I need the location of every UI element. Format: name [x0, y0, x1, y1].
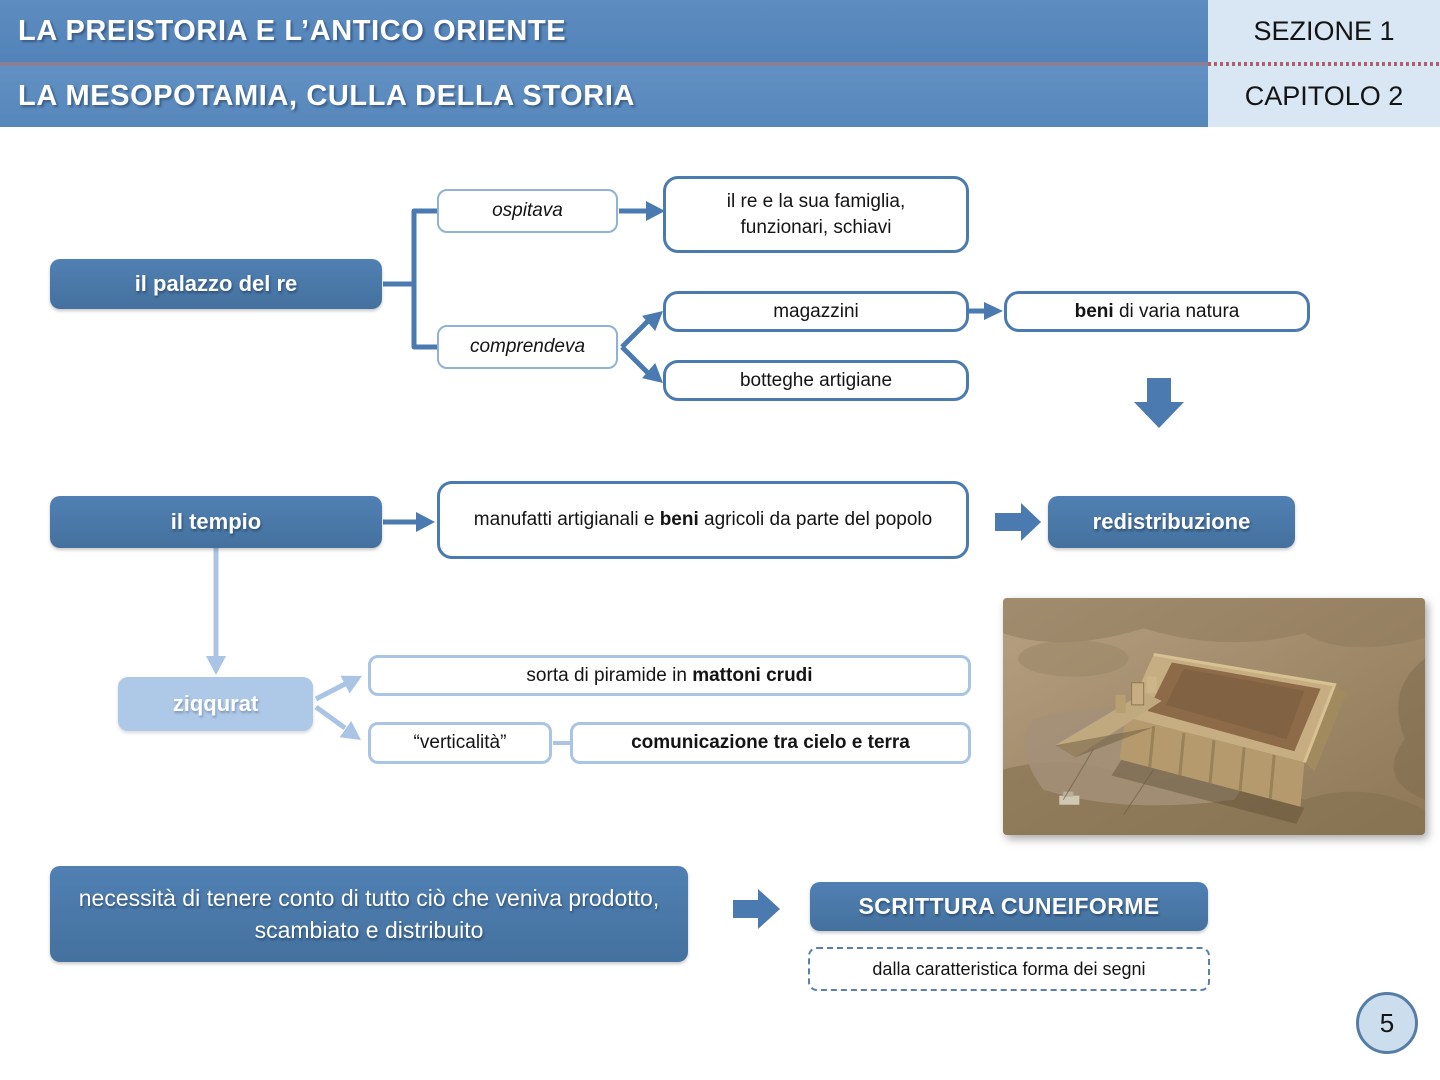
manufatti-bold: beni — [659, 509, 699, 531]
header-bar-primary: LA PREISTORIA E L’ANTICO ORIENTE — [0, 0, 1208, 62]
comunicazione-label: comunicazione tra cielo e terra — [631, 732, 910, 753]
scrittura-block-arrow — [733, 889, 780, 929]
scrittura-label: SCRITTURA CUNEIFORME — [858, 893, 1160, 919]
redistribuzione-block-arrow — [995, 503, 1041, 541]
piramide-label: sorta di piramide in mattoni crudi — [526, 665, 812, 687]
node-verticalita: “verticalità” — [368, 722, 552, 764]
node-origine-segni: dalla caratteristica forma dei segni — [808, 947, 1210, 991]
node-manufatti: manufatti artigianali e beni agricoli da… — [437, 481, 969, 559]
header-bar-secondary: LA MESOPOTAMIA, CULLA DELLA STORIA — [0, 66, 1208, 127]
ziqqurat-arrow-up-line — [314, 681, 347, 702]
ziqqurat-photo-illustration — [1003, 598, 1425, 835]
node-ospitava: ospitava — [437, 189, 618, 233]
node-botteghe: botteghe artigiane — [663, 360, 969, 401]
ziqqurat-arrowhead-up — [340, 675, 362, 694]
node-comunicazione: comunicazione tra cielo e terra — [570, 722, 971, 764]
node-comprendeva: comprendeva — [437, 325, 618, 369]
piramide-bold: mattoni crudi — [692, 664, 813, 686]
page-number-badge: 5 — [1356, 992, 1418, 1054]
palazzo-bracket-connector — [383, 208, 437, 350]
manufatti-label: manufatti artigianali e beni agricoli da… — [474, 507, 932, 533]
comprendeva-arrow-down-line — [620, 345, 650, 375]
ziqqurat-arrowhead-down — [339, 720, 361, 740]
tempio-arrowhead — [416, 512, 435, 532]
ospitava-label: ospitava — [492, 200, 563, 221]
node-scrittura-cuneiforme: SCRITTURA CUNEIFORME — [810, 882, 1208, 931]
redistribuzione-label: redistribuzione — [1092, 509, 1251, 534]
beni-label: beni di varia natura — [1075, 299, 1240, 325]
chapter-label: CAPITOLO 2 — [1244, 81, 1404, 111]
beni-bold: beni — [1074, 300, 1114, 322]
node-tempio: il tempio — [50, 496, 382, 548]
node-redistribuzione: redistribuzione — [1048, 496, 1295, 548]
comprendeva-label: comprendeva — [469, 336, 586, 357]
beni-rest: di varia natura — [1113, 300, 1240, 322]
node-ziqqurat: ziqqurat — [118, 677, 313, 731]
origine-segni-label: dalla caratteristica forma dei segni — [872, 958, 1146, 979]
tempio-ziqqurat-arrowhead — [206, 656, 226, 675]
ziqqurat-arrow-down-line — [314, 704, 347, 731]
node-re-famiglia: il re e la sua famiglia, funzionari, sch… — [663, 176, 969, 253]
slide-title: LA PREISTORIA E L’ANTICO ORIENTE — [18, 14, 567, 47]
magazzini-label: magazzini — [773, 300, 859, 322]
node-beni-varia-natura: beni di varia natura — [1004, 291, 1310, 332]
magazzini-arrowhead — [984, 302, 1003, 320]
page-number: 5 — [1379, 1007, 1395, 1038]
ziqqurat-photo — [1003, 598, 1425, 835]
comprendeva-arrow-up-line — [620, 319, 650, 349]
header-divider-dotted — [1208, 62, 1440, 66]
slide-subtitle: LA MESOPOTAMIA, CULLA DELLA STORIA — [18, 80, 636, 112]
manufatti-post: agricoli da parte del popolo — [698, 509, 933, 531]
node-palazzo: il palazzo del re — [50, 259, 382, 309]
botteghe-label: botteghe artigiane — [739, 369, 893, 391]
verticalita-label: “verticalità” — [413, 732, 507, 753]
ziqqurat-label: ziqqurat — [172, 691, 259, 716]
header-divider-solid — [0, 62, 1208, 66]
re-famiglia-label: il re e la sua famiglia, funzionari, sch… — [726, 190, 906, 238]
tempio-label: il tempio — [170, 509, 262, 534]
beni-down-block-arrow — [1134, 378, 1184, 428]
manufatti-pre: manufatti artigianali e — [473, 509, 660, 531]
piramide-pre: sorta di piramide in — [526, 664, 693, 686]
section-label: SEZIONE 1 — [1253, 16, 1395, 46]
necessita-label: necessità di tenere conto di tutto ciò c… — [78, 884, 660, 943]
node-piramide: sorta di piramide in mattoni crudi — [368, 655, 971, 696]
node-magazzini: magazzini — [663, 291, 969, 332]
palazzo-label: il palazzo del re — [134, 271, 298, 296]
node-necessita: necessità di tenere conto di tutto ciò c… — [50, 866, 688, 962]
